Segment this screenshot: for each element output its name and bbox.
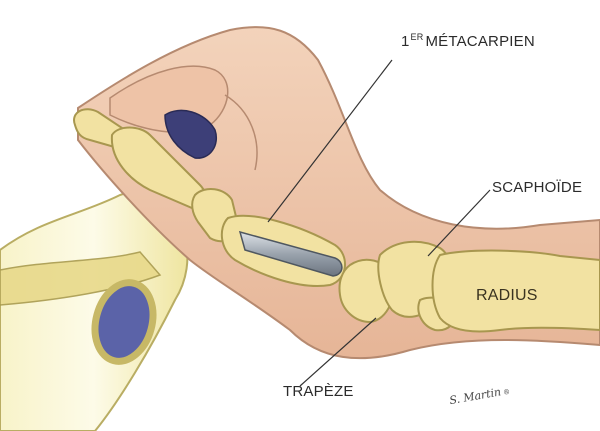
label-radius: RADIUS <box>476 287 538 305</box>
label-trapeze: TRAPÈZE <box>283 383 354 400</box>
label-scaphoide: SCAPHOÏDE <box>492 179 582 196</box>
